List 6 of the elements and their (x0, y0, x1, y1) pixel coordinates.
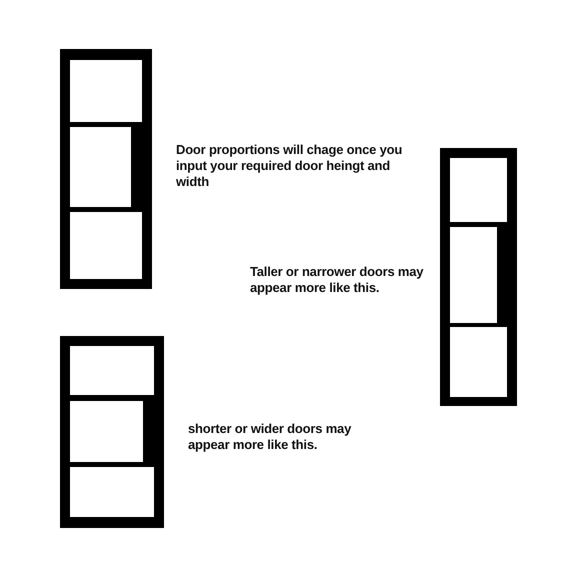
caption-text: Taller or narrower doors may appear more like this. (250, 264, 424, 296)
caption-text: Door proportions will chage once you input your required door heingt and width (176, 142, 404, 190)
door-drawing (440, 148, 517, 406)
door-drawing (60, 49, 152, 289)
door-drawing (60, 336, 164, 528)
caption-text: shorter or wider doors may appear more like this. (188, 421, 352, 453)
